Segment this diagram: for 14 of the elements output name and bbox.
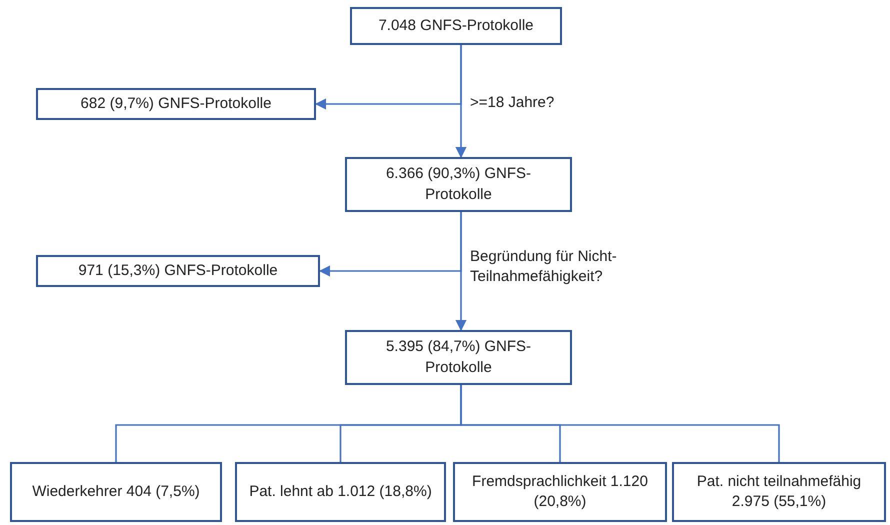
arrow — [455, 212, 467, 332]
process-box: 682 (9,7%) GNFS-Protokolle — [36, 88, 316, 120]
process-box: Wiederkehrer 404 (7,5%) — [10, 462, 222, 522]
process-box: 6.366 (90,3%) GNFS-Protokolle — [345, 157, 572, 212]
process-box: Pat. lehnt ab 1.012 (18,8%) — [235, 462, 446, 522]
process-box: 971 (15,3%) GNFS-Protokolle — [36, 255, 320, 287]
connector-line — [460, 385, 780, 462]
condition-label: >=18 Jahre? — [470, 93, 556, 113]
process-box: Fremdsprachlichkeit 1.120 (20,8%) — [453, 462, 667, 522]
process-box: 5.395 (84,7%) GNFS-Protokolle — [345, 330, 572, 385]
process-box: Pat. nicht teilnahmefähig 2.975 (55,1%) — [672, 462, 886, 522]
condition-label: Begründung für Nicht-Teilnahmefähigkeit? — [470, 247, 618, 288]
process-box: 7.048 GNFS-Protokolle — [350, 7, 562, 45]
arrow — [455, 45, 467, 158]
